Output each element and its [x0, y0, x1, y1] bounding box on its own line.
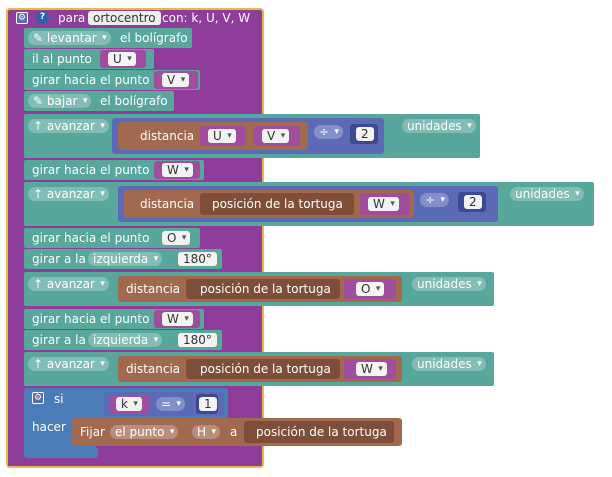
point-w-dropdown-1[interactable]: W — [162, 163, 193, 177]
pencil-down-icon: ✎ — [33, 94, 44, 108]
point-w-dropdown-4[interactable]: W — [162, 312, 193, 326]
do-label: hacer — [32, 420, 66, 434]
gear-icon[interactable]: ⚙ — [16, 12, 28, 24]
rotate-side-dropdown-2[interactable]: izquierda — [88, 333, 163, 347]
pen-up-suffix: el bolígrafo — [120, 31, 188, 45]
divide-op-dropdown-2[interactable]: ÷ — [420, 193, 450, 207]
units-dropdown-2[interactable]: unidades — [510, 187, 584, 201]
forward-dir-dropdown-2[interactable]: ↑ avanzar — [28, 187, 109, 201]
turtle-position-3: posición de la tortuga — [200, 282, 331, 296]
distance-label-4: distancia — [126, 362, 181, 376]
angle-1[interactable]: 180° — [178, 252, 217, 266]
units-dropdown-1[interactable]: unidades — [402, 119, 476, 133]
up-arrow-icon: ↑ — [33, 187, 44, 201]
turtle-position-slot-2[interactable] — [200, 193, 354, 215]
turn-toward-label-3: girar hacia el punto — [32, 231, 150, 245]
forward-dir-1: avanzar — [46, 119, 95, 133]
procedure-footer — [8, 458, 262, 466]
pen-up-action: levantar — [46, 31, 97, 45]
if-block-footer — [24, 448, 98, 458]
distance-label-1: distancia — [140, 129, 195, 143]
point-o-dropdown-1[interactable]: O — [162, 231, 191, 245]
turtle-position-4: posición de la tortuga — [200, 362, 331, 376]
number-2[interactable]: 2 — [464, 195, 482, 209]
set-label: Fijar — [80, 425, 105, 439]
set-position: posición de la tortuga — [256, 425, 387, 439]
pen-down-action: bajar — [46, 94, 78, 108]
rotate-label-1: girar a la — [32, 252, 86, 266]
rotate-label-2: girar a la — [32, 333, 86, 347]
procedure-body — [8, 28, 26, 460]
point-v-dropdown[interactable]: V — [162, 73, 190, 87]
procedure-name-field[interactable]: ortocentro — [88, 11, 161, 25]
point-b-dropdown-4[interactable]: W — [356, 362, 387, 376]
pen-down-dropdown[interactable]: ✎ bajar — [28, 94, 92, 108]
up-arrow-icon: ↑ — [33, 357, 44, 371]
forward-dir-4: avanzar — [46, 357, 95, 371]
set-target-dropdown[interactable]: el punto — [110, 425, 179, 439]
point-b-dropdown-1[interactable]: V — [262, 129, 290, 143]
turtle-position-slot-4[interactable] — [186, 359, 340, 379]
procedure-params: con: k, U, V, W — [162, 11, 251, 25]
forward-dir-dropdown-1[interactable]: ↑ avanzar — [28, 119, 109, 133]
forward-dir-dropdown-3[interactable]: ↑ avanzar — [28, 277, 109, 291]
point-a-dropdown-1[interactable]: U — [208, 129, 236, 143]
distance-label-3: distancia — [126, 282, 181, 296]
point-b-dropdown-3[interactable]: O — [356, 282, 385, 296]
angle-2[interactable]: 180° — [178, 333, 217, 347]
rotate-side-dropdown-1[interactable]: izquierda — [88, 252, 163, 266]
turtle-position-slot-3[interactable] — [186, 279, 340, 299]
pen-down-suffix: el bolígrafo — [100, 94, 168, 108]
number-1[interactable]: 2 — [356, 127, 374, 141]
if-label: si — [54, 392, 64, 406]
units-dropdown-3[interactable]: unidades — [412, 277, 486, 291]
var-k-dropdown[interactable]: k — [116, 397, 142, 411]
point-u-dropdown[interactable]: U — [108, 52, 136, 66]
help-icon[interactable]: ? — [36, 11, 49, 24]
point-b-dropdown-2[interactable]: W — [368, 197, 399, 211]
gear-icon[interactable]: ⚙ — [32, 392, 44, 404]
distance-label-2: distancia — [140, 197, 195, 211]
up-arrow-icon: ↑ — [33, 119, 44, 133]
pen-up-dropdown[interactable]: ✎ levantar — [28, 31, 111, 45]
turn-toward-label-2: girar hacia el punto — [32, 163, 150, 177]
pencil-icon: ✎ — [33, 31, 44, 45]
compare-op-dropdown[interactable]: = — [156, 397, 186, 411]
set-point-dropdown[interactable]: H — [192, 425, 221, 439]
compare-number[interactable]: 1 — [199, 397, 217, 411]
procedure-keyword: para — [58, 11, 86, 25]
set-position-slot[interactable] — [244, 421, 394, 443]
set-to-label: a — [230, 425, 238, 439]
turn-toward-label-1: girar hacia el punto — [32, 73, 150, 87]
up-arrow-icon: ↑ — [33, 277, 44, 291]
forward-dir-3: avanzar — [46, 277, 95, 291]
go-to-point-label: il al punto — [32, 52, 92, 66]
divide-op-dropdown-1[interactable]: ÷ — [314, 125, 344, 139]
forward-dir-2: avanzar — [46, 187, 95, 201]
turn-toward-block-3[interactable] — [24, 228, 200, 248]
units-dropdown-4[interactable]: unidades — [412, 357, 486, 371]
turn-toward-label-4: girar hacia el punto — [32, 312, 150, 326]
forward-dir-dropdown-4[interactable]: ↑ avanzar — [28, 357, 109, 371]
turtle-position-2: posición de la tortuga — [212, 197, 343, 211]
